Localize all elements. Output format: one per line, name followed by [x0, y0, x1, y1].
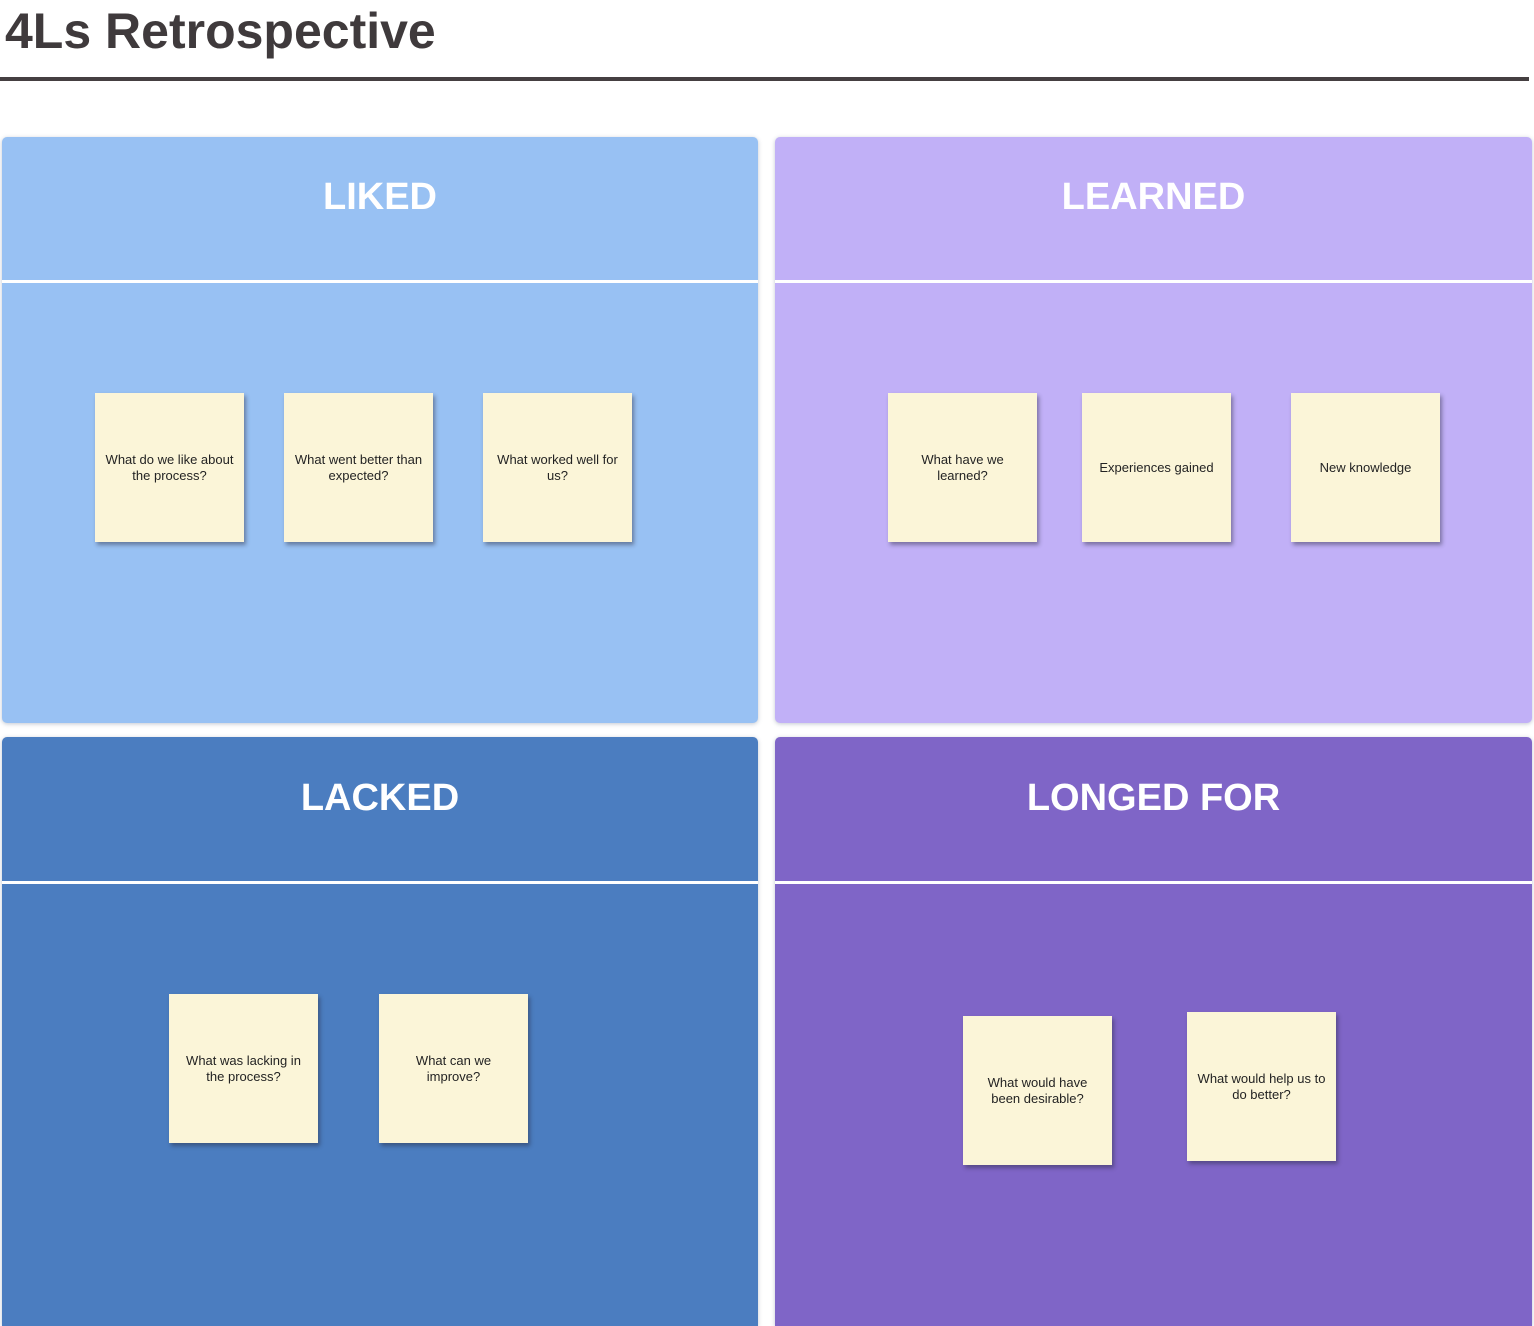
sticky-note[interactable]: What went better than expected? [284, 393, 433, 542]
quadrant-lacked: LACKED What was lacking in the process? … [2, 737, 758, 1326]
sticky-note[interactable]: What would help us to do better? [1187, 1012, 1336, 1161]
sticky-note[interactable]: What can we improve? [379, 994, 528, 1143]
quadrant-longed-for-header: LONGED FOR [775, 737, 1532, 884]
quadrant-longed-for-title: LONGED FOR [1026, 776, 1281, 819]
sticky-note[interactable]: What was lacking in the process? [169, 994, 318, 1143]
sticky-note[interactable]: What have we learned? [888, 393, 1037, 542]
page-title: 4Ls Retrospective [5, 3, 436, 59]
sticky-note[interactable]: New knowledge [1291, 393, 1440, 542]
sticky-note[interactable]: What would have been desirable? [963, 1016, 1112, 1165]
quadrant-lacked-header: LACKED [2, 737, 758, 884]
quadrant-learned-title: LEARNED [1061, 176, 1246, 218]
quadrant-liked-title: LIKED [323, 176, 437, 218]
quadrant-liked: LIKED What do we like about the process?… [2, 137, 758, 723]
sticky-note[interactable]: What worked well for us? [483, 393, 632, 542]
quadrant-liked-header: LIKED [2, 137, 758, 283]
sticky-note[interactable]: What do we like about the process? [95, 393, 244, 542]
quadrant-learned: LEARNED What have we learned? Experience… [775, 137, 1532, 723]
quadrant-longed-for: LONGED FOR What would have been desirabl… [775, 737, 1532, 1326]
quadrant-lacked-title: LACKED [300, 776, 460, 819]
title-divider [0, 77, 1529, 81]
sticky-note[interactable]: Experiences gained [1082, 393, 1231, 542]
quadrant-learned-header: LEARNED [775, 137, 1532, 283]
